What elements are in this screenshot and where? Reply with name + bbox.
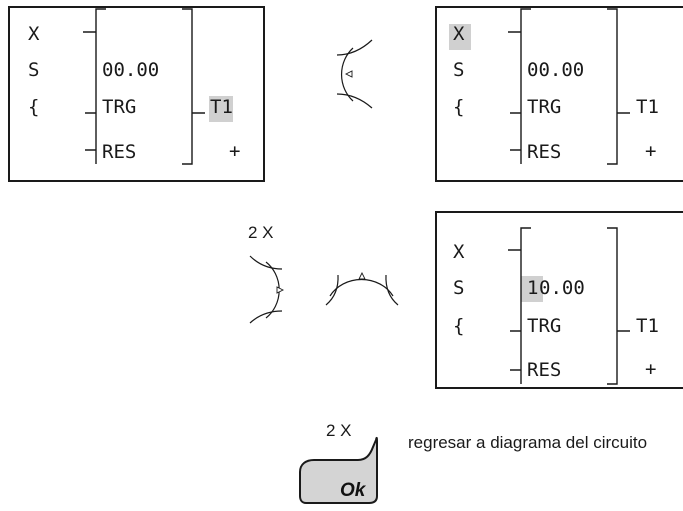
panel-2-res-label: RES xyxy=(527,141,561,163)
panel-1-plus: + xyxy=(229,140,240,162)
panel-2-output-label: T1 xyxy=(636,96,659,118)
right-arrow-key-icon xyxy=(249,255,285,324)
panel-1-value: 00.00 xyxy=(102,59,159,81)
step-2-repeat-label: 2 X xyxy=(248,223,274,242)
panel-1-cursor-highlight xyxy=(209,96,233,122)
panel-2-trg-label: TRG xyxy=(527,96,561,118)
step-3-description: regresar a diagrama del circuito xyxy=(408,433,647,452)
panel-2-frame xyxy=(435,6,683,182)
ok-key-label: Ok xyxy=(340,480,367,501)
panel-1-trg-label: TRG xyxy=(102,96,136,118)
panel-3-label-brace: { xyxy=(453,315,464,337)
panel-1-res-label: RES xyxy=(102,141,136,163)
panel-3-block-outline xyxy=(508,227,630,385)
panel-3-plus: + xyxy=(645,358,656,380)
panel-2-block-outline xyxy=(508,8,630,165)
panel-2-value: 00.00 xyxy=(527,59,584,81)
panel-2-label-s: S xyxy=(453,59,464,81)
panel-1-block-outline xyxy=(83,8,205,165)
ok-key-shape xyxy=(299,436,378,504)
panel-3-label-s: S xyxy=(453,277,464,299)
panel-3-value-first-digit: 1 xyxy=(527,277,538,299)
panel-3-frame xyxy=(435,211,683,389)
panel-3-trg-label: TRG xyxy=(527,315,561,337)
panel-1-frame xyxy=(8,6,265,182)
panel-3-res-label: RES xyxy=(527,359,561,381)
panel-2-plus: + xyxy=(645,140,656,162)
panel-3-value-rest: 0.00 xyxy=(539,277,585,299)
panel-1-label-s: S xyxy=(28,59,39,81)
ok-key-icon: Ok xyxy=(299,436,378,504)
panel-3-cursor-highlight xyxy=(521,276,543,302)
display-panel-2: X S { 00.00 TRG RES T1 + xyxy=(435,6,683,182)
panel-2-label-brace: { xyxy=(453,96,464,118)
panel-2-label-x: X xyxy=(453,23,465,45)
panel-2-cursor-highlight xyxy=(449,24,471,50)
panel-3-output-label: T1 xyxy=(636,315,659,337)
panel-3-label-x: X xyxy=(453,241,465,263)
up-arrow-key-icon xyxy=(325,271,399,306)
panel-1-label-brace: { xyxy=(28,96,39,118)
left-arrow-key-icon xyxy=(336,39,373,109)
display-panel-1: X S { 00.00 TRG RES T1 + xyxy=(8,6,265,182)
panel-1-output-label: T1 xyxy=(210,96,233,118)
display-panel-3: X S { 1 0.00 TRG RES T1 + xyxy=(435,211,683,389)
panel-1-label-x: X xyxy=(28,23,40,45)
step-3-repeat-label: 2 X xyxy=(326,421,352,440)
